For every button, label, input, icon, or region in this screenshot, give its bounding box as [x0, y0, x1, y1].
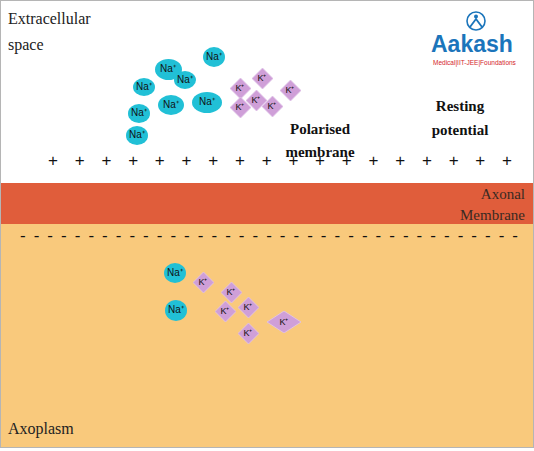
- ion-symbol: K⁺: [243, 303, 252, 312]
- ion-symbol: Na⁺: [177, 75, 193, 85]
- sodium-ion: Na⁺: [192, 92, 222, 113]
- diamond-shape: [252, 68, 273, 89]
- logo-tagline: Medical|IIT-JEE|Foundations: [433, 59, 533, 67]
- ion-symbol: Na⁺: [131, 108, 147, 118]
- ion-symbol: Na⁺: [136, 82, 152, 92]
- compartment-region: Axonal Membrane: [0, 183, 534, 224]
- region-label: Extracellular space: [8, 6, 108, 58]
- ion-symbol: K⁺: [251, 96, 260, 105]
- potassium-ion: K⁺: [193, 272, 214, 293]
- diamond-shape: [230, 78, 251, 99]
- potassium-ion: K⁺: [221, 282, 242, 303]
- potassium-ion: K⁺: [280, 80, 301, 101]
- ion-symbol: Na⁺: [168, 305, 184, 315]
- sodium-ion: Na⁺: [133, 78, 155, 96]
- region-label: Axonal Membrane: [425, 184, 525, 226]
- ion-symbol: Na⁺: [129, 130, 145, 140]
- sodium-ion: Na⁺: [164, 263, 186, 283]
- ion-symbol: Na⁺: [206, 52, 222, 62]
- potassium-ion: K⁺: [230, 97, 251, 118]
- sodium-ion: Na⁺: [165, 300, 187, 321]
- potassium-ion: K⁺: [252, 68, 273, 89]
- potassium-ion: K⁺: [238, 297, 259, 318]
- ion-symbol: Na⁺: [160, 64, 176, 74]
- sodium-ion: Na⁺: [126, 126, 148, 145]
- ion-symbol: K⁺: [235, 84, 244, 93]
- diamond-shape: [215, 301, 236, 322]
- diamond-shape: [238, 323, 259, 344]
- ion-symbol: K⁺: [198, 278, 207, 287]
- positive-charges: + + + + + + + + + + + + + + + + + +: [48, 151, 512, 171]
- diamond-shape: [193, 272, 214, 293]
- sodium-ion: Na⁺: [128, 104, 150, 123]
- compartment-region: Axoplasm Na⁺ Na⁺ K⁺ K⁺ K⁺ K⁺ K⁺ K⁺: [0, 224, 534, 447]
- sodium-ion: Na⁺: [203, 47, 225, 67]
- ion-symbol: K⁺: [220, 307, 229, 316]
- ion-symbol: Na⁺: [199, 97, 215, 107]
- diamond-shape: [230, 97, 251, 118]
- region-label: Axoplasm: [8, 419, 108, 439]
- potassium-ion: K⁺: [262, 96, 283, 117]
- diamond-shape: [262, 96, 283, 117]
- potassium-ion: K⁺: [215, 301, 236, 322]
- diamond-shape: [221, 282, 242, 303]
- ion-symbol: Na⁺: [167, 268, 183, 278]
- ion-symbol: K⁺: [285, 86, 294, 95]
- potassium-ion: K⁺: [238, 323, 259, 344]
- ion-symbol: K⁺: [257, 74, 266, 83]
- diamond-shape: [267, 311, 301, 333]
- ion-symbol: K⁺: [267, 102, 276, 111]
- ion-symbol: K⁺: [279, 318, 288, 327]
- diamond-shape: [238, 297, 259, 318]
- negative-charges: - - - - - - - - - - - - - - - - - - - - …: [20, 226, 518, 246]
- sodium-ion: Na⁺: [158, 95, 184, 115]
- ion-symbol: K⁺: [226, 288, 235, 297]
- ion-symbol: K⁺: [235, 103, 244, 112]
- potassium-ion: K⁺: [267, 311, 301, 333]
- potassium-ion: K⁺: [230, 78, 251, 99]
- state-label: Resting potential: [418, 94, 502, 142]
- diamond-shape: [280, 80, 301, 101]
- ion-symbol: Na⁺: [163, 100, 179, 110]
- sodium-ion: Na⁺: [174, 71, 196, 89]
- ion-symbol: K⁺: [243, 329, 252, 338]
- logo-wordmark: Aakash: [431, 31, 531, 57]
- logo-icon: [467, 12, 485, 30]
